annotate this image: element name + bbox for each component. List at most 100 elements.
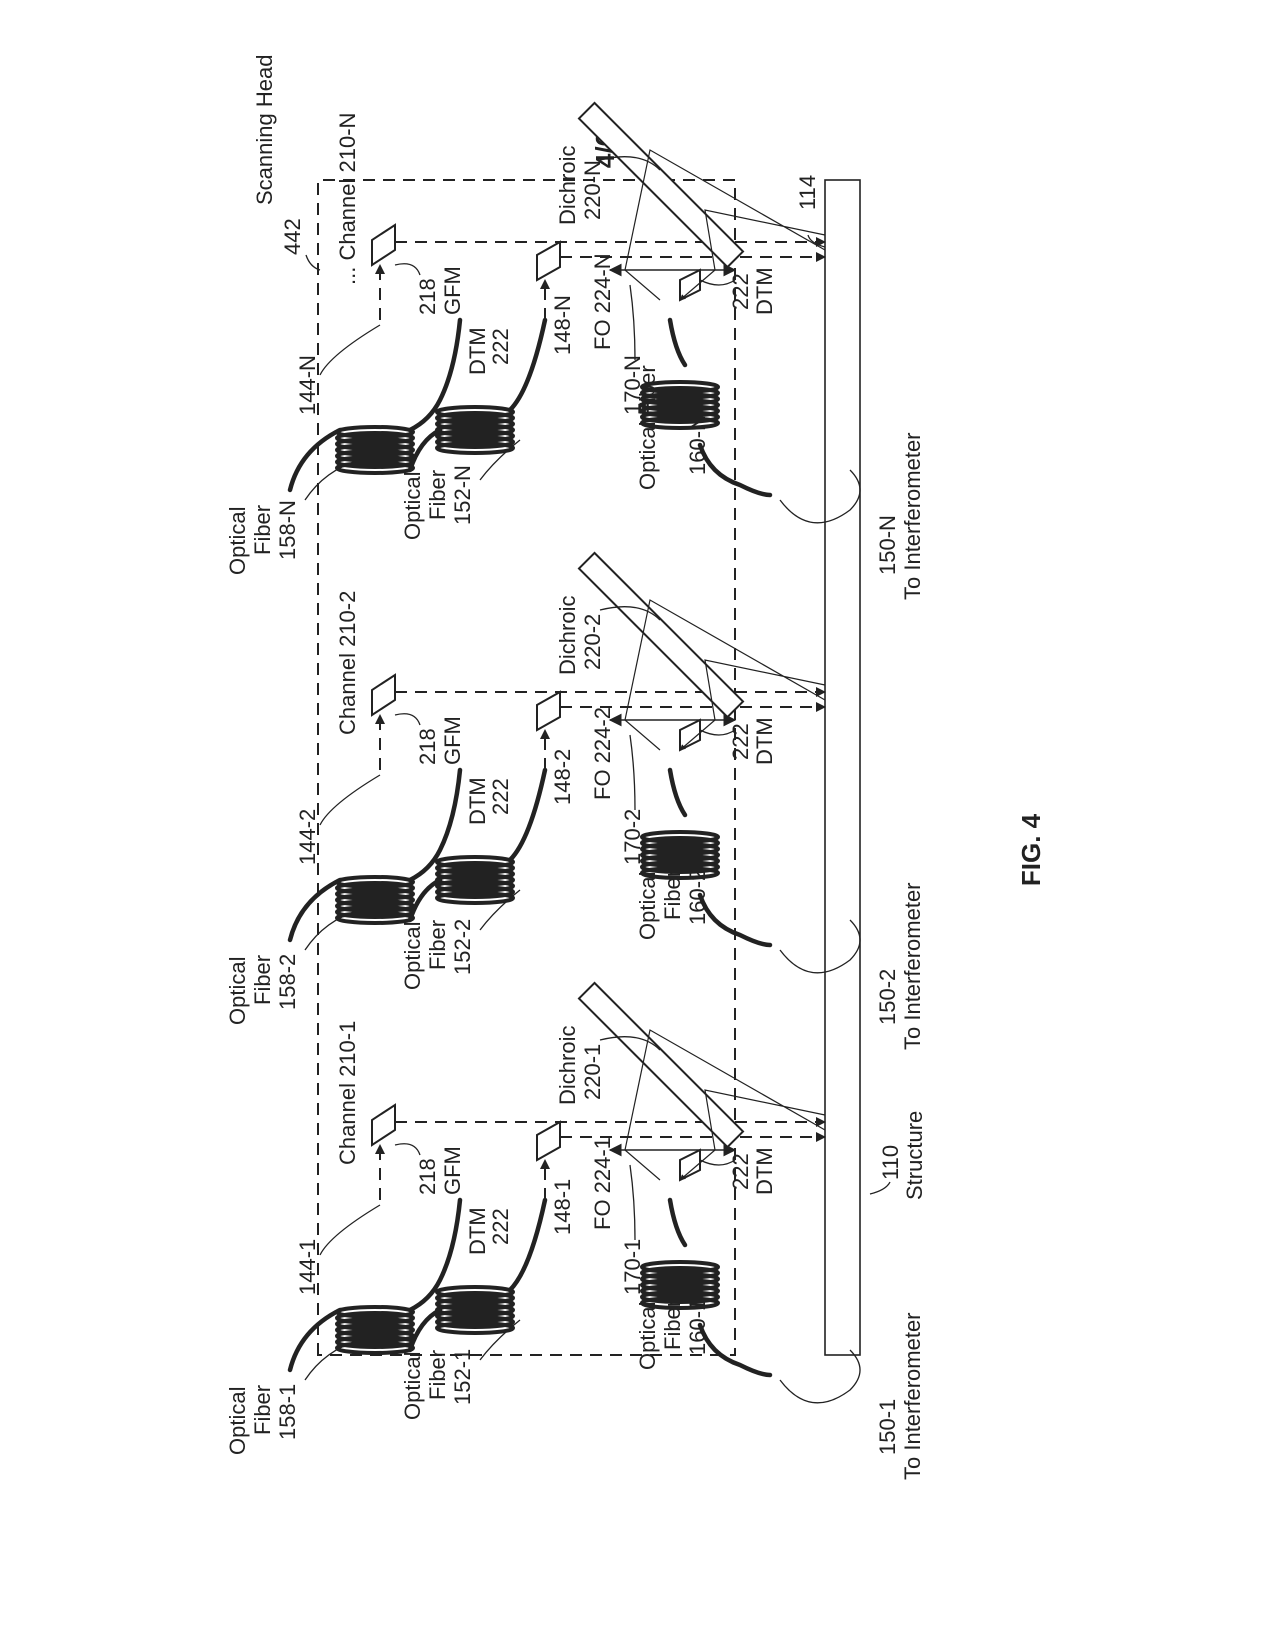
dtm-beam-ref: 148-2 bbox=[550, 749, 575, 805]
dichroic-leader bbox=[599, 156, 661, 171]
output-fiber-label-1: Optical Fiber bbox=[635, 365, 660, 490]
dtm-fiber-label-1: Optical bbox=[400, 1352, 425, 1420]
dtm-lower-ref: 222 bbox=[728, 1153, 753, 1190]
input-beam-leader bbox=[319, 774, 381, 826]
gfm-mirror bbox=[371, 223, 396, 267]
output-fiber-coil bbox=[640, 1260, 720, 1310]
dtm-lower-leader bbox=[699, 729, 736, 736]
dtm-upper-ref: 222 bbox=[488, 328, 513, 365]
surface-ref: 114 bbox=[795, 175, 820, 210]
gfm-mirror bbox=[371, 1103, 396, 1147]
input-fiber-coil bbox=[335, 1305, 415, 1355]
dtm-upper-label: DTM bbox=[465, 777, 490, 825]
input-beam-ref: 144-1 bbox=[295, 1239, 320, 1295]
dtm-fiber bbox=[407, 767, 548, 923]
probe-beam bbox=[624, 149, 826, 271]
channel-label: ... Channel 210-N bbox=[335, 113, 360, 285]
interferometer-label: To Interferometer bbox=[900, 432, 925, 600]
dtm-fiber-leader bbox=[479, 1319, 521, 1361]
input-fiber bbox=[287, 1197, 463, 1373]
output-fiber-label-1: Optical bbox=[635, 1302, 660, 1370]
dichroic-ref: 220-N bbox=[580, 160, 605, 220]
fo-label: FO 224-2 bbox=[590, 707, 615, 800]
collected-beam bbox=[624, 1149, 716, 1180]
dtm-lower-label: DTM bbox=[752, 1147, 777, 1195]
dtm-fiber-coil bbox=[435, 855, 515, 905]
fo-label: FO 224-N bbox=[590, 253, 615, 350]
probe-beam bbox=[624, 599, 826, 721]
channel-label: Channel 210-1 bbox=[335, 1021, 360, 1165]
dtm-upper-mirror bbox=[536, 1120, 561, 1162]
gfm-leader bbox=[394, 713, 421, 726]
focus-leader bbox=[629, 734, 636, 811]
output-fiber-label-2: Fiber bbox=[660, 870, 685, 920]
dichroic-leader bbox=[599, 606, 661, 621]
input-fiber-ref: 158-1 bbox=[275, 1384, 300, 1440]
input-beam-leader bbox=[319, 324, 381, 376]
output-fiber bbox=[667, 767, 773, 948]
structure-label: Structure bbox=[902, 1111, 927, 1200]
output-fiber-coil bbox=[640, 380, 720, 430]
dtm-fiber bbox=[407, 1197, 548, 1353]
structure-bar bbox=[824, 179, 861, 1356]
dtm-fiber bbox=[407, 317, 548, 473]
scanning-head-label: Scanning Head bbox=[252, 55, 277, 205]
dtm-fiber-label-2: Fiber bbox=[425, 470, 450, 520]
input-fiber-leader bbox=[304, 1339, 361, 1381]
dtm-lower-ref: 222 bbox=[728, 273, 753, 310]
dtm-fiber-label-2: Fiber bbox=[425, 920, 450, 970]
focus-leader bbox=[629, 284, 636, 361]
structure-leader bbox=[869, 1181, 891, 1195]
input-fiber-ref: 158-2 bbox=[275, 954, 300, 1010]
dtm-upper-mirror bbox=[536, 240, 561, 282]
dichroic-label: Dichroic bbox=[555, 1026, 580, 1105]
dtm-fiber-label-2: Fiber bbox=[425, 1350, 450, 1400]
dtm-lower-label: DTM bbox=[752, 717, 777, 765]
output-fiber-ref: 160-2 bbox=[685, 869, 710, 925]
dtm-beam-ref: 148-1 bbox=[550, 1179, 575, 1235]
input-beam-ref: 144-2 bbox=[295, 809, 320, 865]
dichroic-mirror bbox=[577, 551, 745, 719]
gfm-label: GFM bbox=[440, 716, 465, 765]
input-fiber-leader bbox=[304, 909, 361, 951]
dtm-upper-ref: 222 bbox=[488, 1208, 513, 1245]
dichroic-label: Dichroic bbox=[555, 596, 580, 675]
interferometer-lead bbox=[779, 1349, 861, 1404]
input-fiber-coil bbox=[335, 425, 415, 475]
dtm-lower-leader bbox=[699, 279, 736, 286]
scanning-head-leader bbox=[305, 254, 321, 271]
output-fiber-ref: 160-N bbox=[685, 415, 710, 475]
dtm-fiber-label-1: Optical bbox=[400, 922, 425, 990]
input-fiber-ref: 158-N bbox=[275, 500, 300, 560]
structure-ref: 110 bbox=[878, 1145, 903, 1180]
dtm-upper-mirror bbox=[536, 690, 561, 732]
gfm-leader bbox=[394, 1143, 421, 1156]
input-fiber-leader bbox=[304, 459, 361, 501]
dichroic-leader bbox=[599, 1036, 661, 1051]
input-fiber-label-1: Optical bbox=[225, 507, 250, 575]
output-fiber bbox=[667, 317, 773, 498]
dichroic-ref: 220-2 bbox=[580, 614, 605, 670]
dtm-fiber-coil bbox=[435, 405, 515, 455]
dtm-fiber-ref: 152-1 bbox=[450, 1349, 475, 1405]
collected-beam bbox=[624, 719, 716, 750]
dichroic-mirror bbox=[577, 101, 745, 269]
gfm-mirror bbox=[371, 673, 396, 717]
interferometer-lead bbox=[779, 919, 861, 974]
dichroic-ref: 220-1 bbox=[580, 1044, 605, 1100]
scanning-head-ref: 442 bbox=[280, 218, 305, 255]
input-fiber bbox=[287, 767, 463, 943]
interferometer-lead bbox=[779, 469, 861, 524]
input-fiber-label-2: Fiber bbox=[250, 955, 275, 1005]
dichroic-label: Dichroic bbox=[555, 146, 580, 225]
dtm-upper-ref: 222 bbox=[488, 778, 513, 815]
input-fiber bbox=[287, 317, 463, 493]
dtm-fiber-ref: 152-N bbox=[450, 465, 475, 525]
output-fiber-label-1: Optical bbox=[635, 872, 660, 940]
interferometer-ref: 150-1 bbox=[875, 1399, 900, 1455]
dtm-lower-label: DTM bbox=[752, 267, 777, 315]
interferometer-ref: 150-N bbox=[875, 515, 900, 575]
